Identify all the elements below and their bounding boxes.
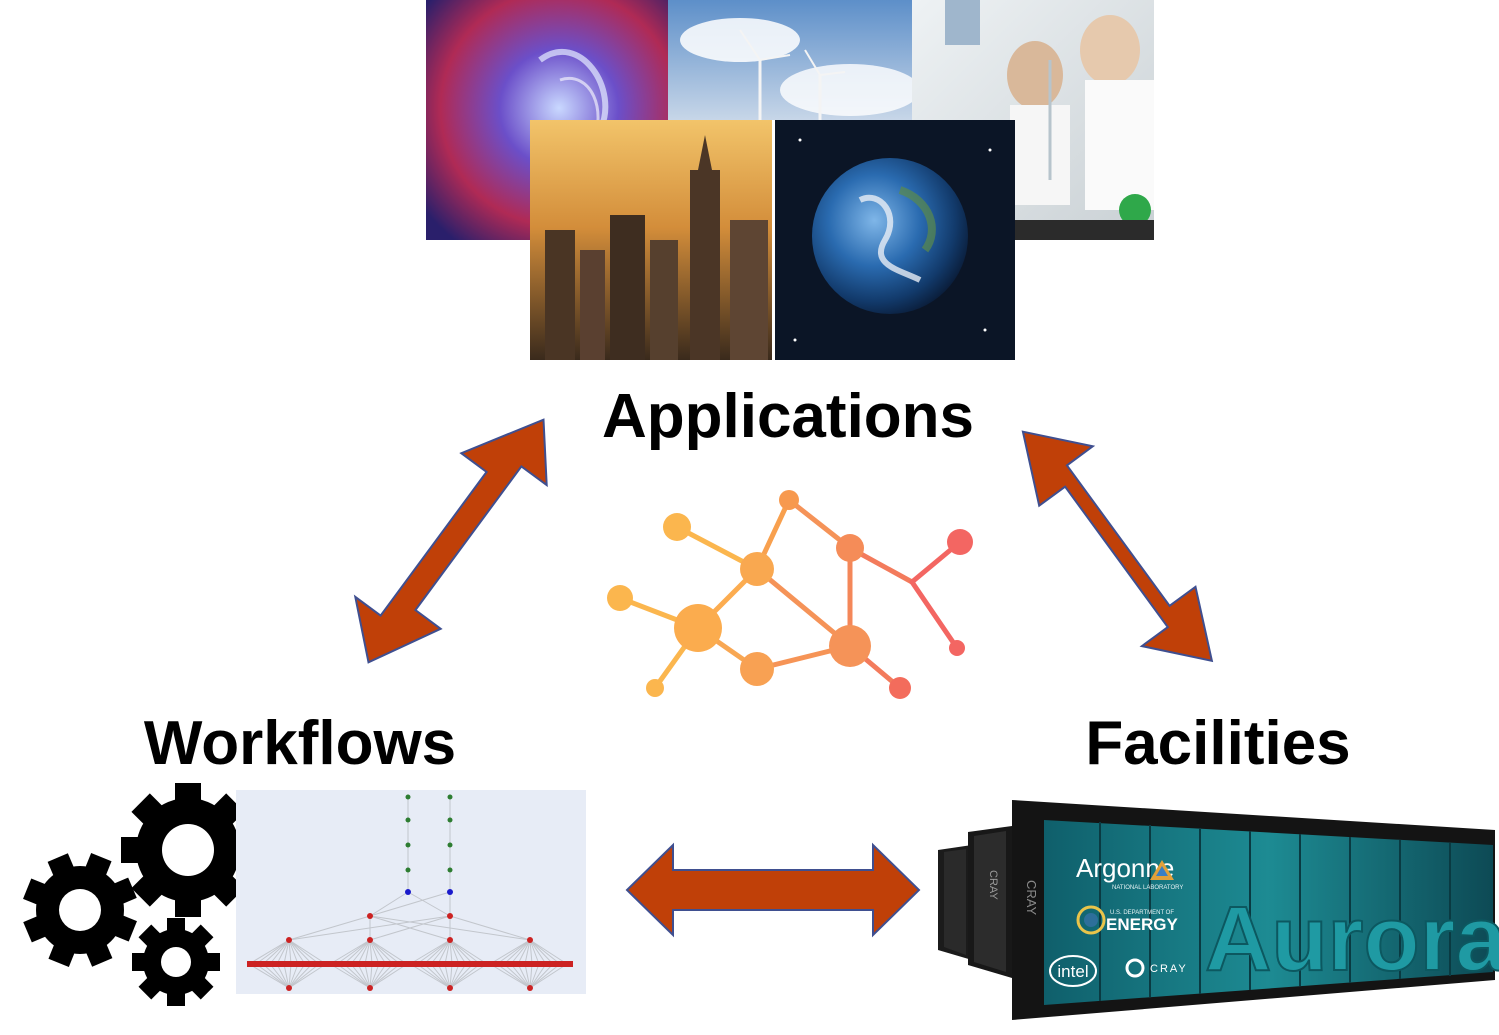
aurora-logo-text: Aurora xyxy=(1205,888,1499,990)
applications-collage xyxy=(426,0,1154,360)
network-graph-icon xyxy=(607,490,973,699)
network-node xyxy=(836,534,864,562)
dag-node xyxy=(405,817,411,823)
facilities-label: Facilities xyxy=(1085,709,1350,778)
arrow-applications-facilities xyxy=(1021,430,1214,663)
aurora-supercomputer-image: CRAY CRAY Argonne NATIONAL LABORATORY U.… xyxy=(938,800,1499,1020)
doe-seal-icon xyxy=(1076,905,1106,935)
cray-cabinet-logo: CRAY xyxy=(987,870,999,900)
dag-node xyxy=(447,817,453,823)
doe-line2: ENERGY xyxy=(1106,915,1178,934)
dag-node xyxy=(447,937,453,943)
dag-node xyxy=(405,867,411,873)
dag-node xyxy=(447,889,453,895)
gears-icon xyxy=(23,783,255,1006)
network-node xyxy=(829,625,871,667)
dag-node xyxy=(286,937,292,943)
network-node xyxy=(947,529,973,555)
wind-turbine-image xyxy=(668,0,920,120)
dag-node xyxy=(447,794,453,800)
dag-node xyxy=(527,985,533,991)
argonne-subtitle: NATIONAL LABORATORY xyxy=(1112,885,1183,891)
intel-logo-icon xyxy=(1049,955,1097,987)
workflows-label: Workflows xyxy=(144,709,456,778)
cray-logo-text: CRAY xyxy=(1150,963,1188,975)
dag-node xyxy=(405,889,411,895)
earth-image xyxy=(775,120,1015,360)
doe-line1: U.S. DEPARTMENT OF xyxy=(1110,910,1174,916)
network-node xyxy=(889,677,911,699)
arrow-workflows-facilities xyxy=(625,842,921,938)
dag-node xyxy=(286,985,292,991)
dag-node xyxy=(405,794,411,800)
network-node xyxy=(646,679,664,697)
intel-logo-text: intel xyxy=(1057,962,1088,981)
dag-node-row xyxy=(247,961,573,967)
dag-node xyxy=(447,985,453,991)
arrow-applications-workflows xyxy=(353,418,548,664)
dag-node xyxy=(447,842,453,848)
network-node xyxy=(949,640,965,656)
dag-node xyxy=(367,937,373,943)
workflow-dag-image xyxy=(236,790,586,994)
network-node xyxy=(740,652,774,686)
cray-logo-icon xyxy=(1125,958,1145,978)
network-node xyxy=(740,552,774,586)
dag-node xyxy=(447,913,453,919)
dag-node xyxy=(405,842,411,848)
network-node xyxy=(607,585,633,611)
dag-node xyxy=(447,867,453,873)
network-node xyxy=(779,490,799,510)
network-node xyxy=(674,604,722,652)
dag-node xyxy=(367,985,373,991)
cray-side-logo: CRAY xyxy=(1024,880,1039,915)
dag-node xyxy=(527,937,533,943)
applications-label: Applications xyxy=(602,382,974,451)
network-node xyxy=(663,513,691,541)
dag-node xyxy=(367,913,373,919)
city-skyline-image xyxy=(530,120,772,360)
